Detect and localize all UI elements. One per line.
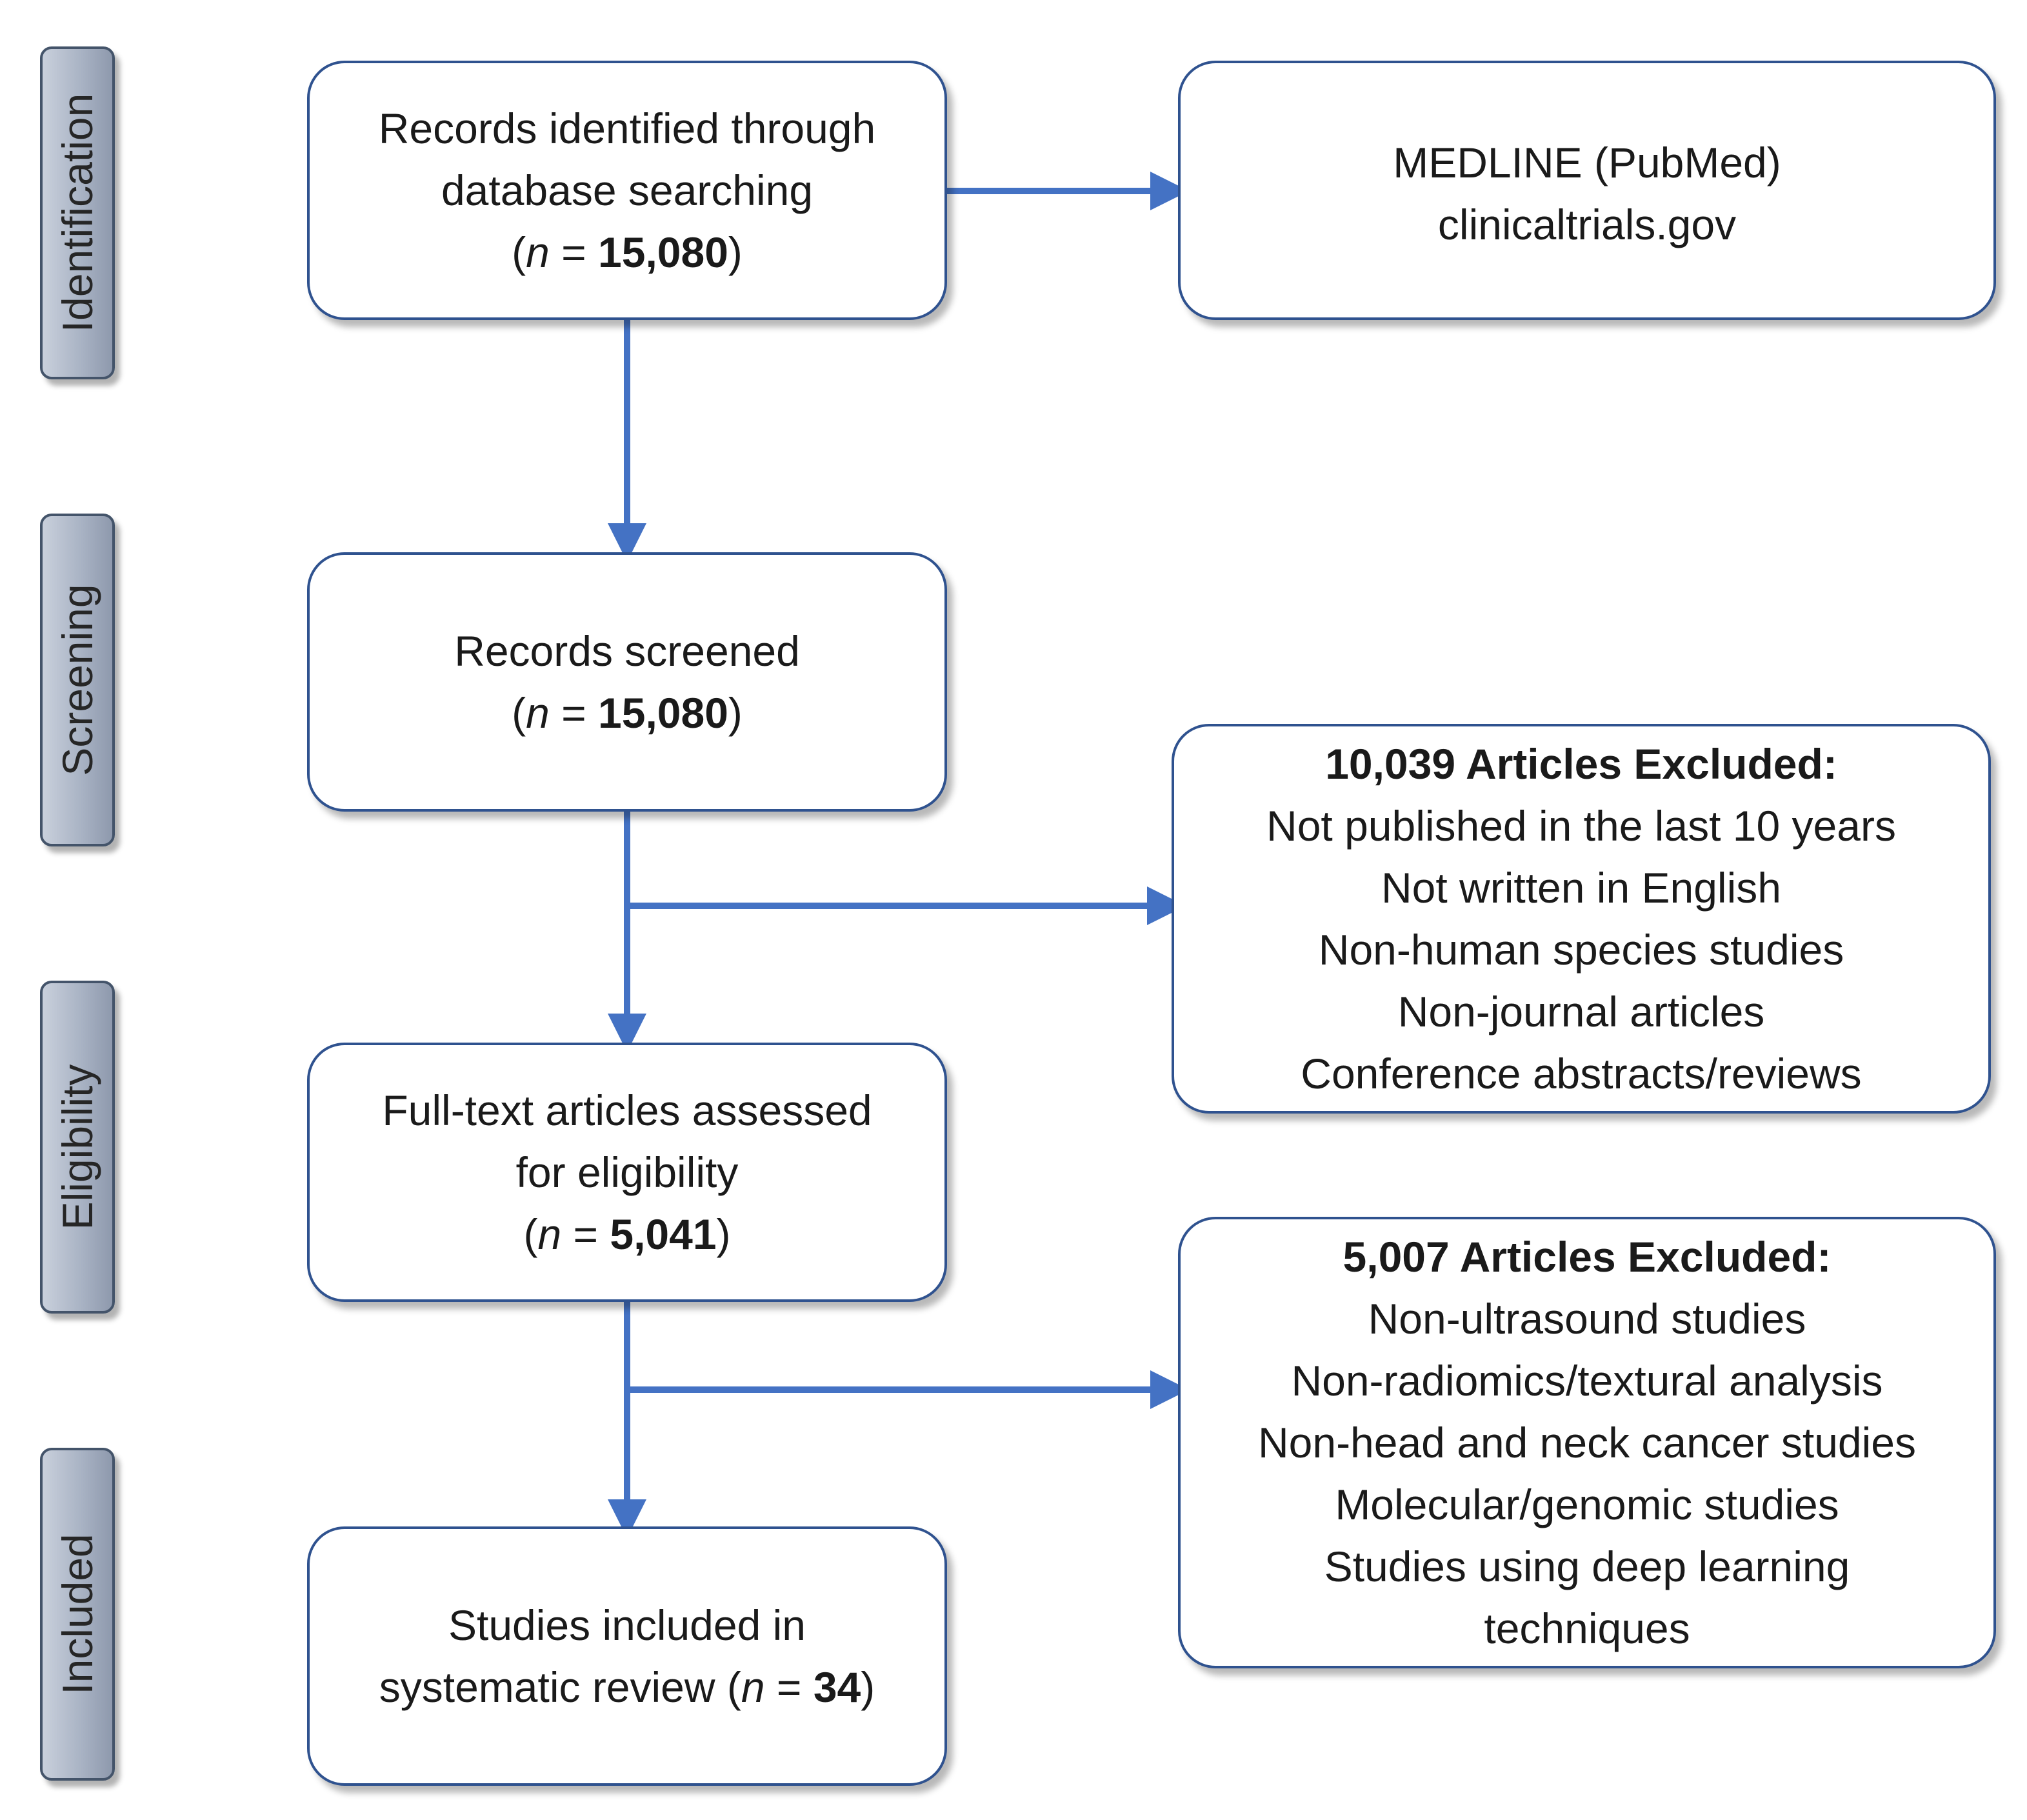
- exclusion-reason: Studies using deep learning: [1324, 1543, 1850, 1590]
- exclusion-reason: Non-journal articles: [1397, 988, 1765, 1035]
- box-text-line: Records screened: [454, 627, 800, 675]
- count-line: (n = 5,041): [523, 1203, 730, 1265]
- paren: (: [512, 228, 526, 276]
- paren: (: [512, 689, 526, 737]
- exclusion-reason: Non-human species studies: [1318, 926, 1844, 974]
- n-symbol: n: [741, 1663, 765, 1711]
- box-records-screened: Records screened (n = 15,080): [307, 552, 947, 812]
- box-text-line: Records identified through: [378, 105, 876, 152]
- excluded-title: 10,039 Articles Excluded:: [1325, 740, 1837, 788]
- exclusion-reason: Conference abstracts/reviews: [1301, 1050, 1862, 1097]
- box-text: systematic review (: [379, 1663, 741, 1711]
- exclusion-reason: Not written in English: [1381, 864, 1781, 912]
- box-text-line: Studies included in: [448, 1601, 806, 1649]
- equals: =: [549, 689, 599, 737]
- count-value: 15,080: [598, 689, 728, 737]
- count-line: (n = 15,080): [512, 221, 743, 283]
- count-line: (n = 15,080): [512, 682, 743, 744]
- exclusion-reason: Non-head and neck cancer studies: [1258, 1419, 1916, 1466]
- count-line: systematic review (n = 34): [379, 1656, 875, 1718]
- n-symbol: n: [526, 228, 550, 276]
- box-text-line: database searching: [441, 166, 814, 214]
- box-fulltext-assessed: Full-text articles assessed for eligibil…: [307, 1043, 947, 1302]
- stage-label: Included: [54, 1534, 101, 1695]
- stage-label: Eligibility: [54, 1064, 101, 1230]
- exclusion-reason: Non-ultrasound studies: [1368, 1295, 1806, 1343]
- count-value: 15,080: [598, 228, 728, 276]
- paren: (: [523, 1210, 538, 1258]
- box-text-line: for eligibility: [515, 1148, 739, 1196]
- stage-identification: Identification: [40, 46, 115, 379]
- box-excluded-screening: 10,039 Articles Excluded: Not published …: [1172, 724, 1991, 1114]
- exclusion-reason: Molecular/genomic studies: [1335, 1481, 1839, 1528]
- box-databases: MEDLINE (PubMed) clinicaltrials.gov: [1178, 61, 1996, 320]
- database-clinicaltrials: clinicaltrials.gov: [1437, 201, 1737, 248]
- stage-label: Identification: [54, 93, 101, 333]
- box-records-identified: Records identified through database sear…: [307, 61, 947, 320]
- paren: ): [728, 228, 743, 276]
- box-studies-included: Studies included in systematic review (n…: [307, 1526, 947, 1786]
- count-value: 5,041: [610, 1210, 717, 1258]
- database-medline: MEDLINE (PubMed): [1393, 139, 1781, 186]
- n-symbol: n: [526, 689, 550, 737]
- exclusion-reason: Not published in the last 10 years: [1266, 802, 1896, 850]
- stage-eligibility: Eligibility: [40, 981, 115, 1314]
- excluded-title: 5,007 Articles Excluded:: [1343, 1233, 1832, 1281]
- box-text-line: Full-text articles assessed: [382, 1086, 872, 1134]
- stage-included: Included: [40, 1448, 115, 1781]
- equals: =: [561, 1210, 610, 1258]
- equals: =: [764, 1663, 814, 1711]
- stage-screening: Screening: [40, 514, 115, 846]
- paren: ): [716, 1210, 731, 1258]
- exclusion-reason: techniques: [1484, 1605, 1690, 1652]
- n-symbol: n: [537, 1210, 562, 1258]
- box-excluded-eligibility: 5,007 Articles Excluded: Non-ultrasound …: [1178, 1217, 1996, 1668]
- exclusion-reason: Non-radiomics/textural analysis: [1291, 1357, 1883, 1405]
- paren: ): [861, 1663, 875, 1711]
- count-value: 34: [813, 1663, 861, 1711]
- paren: ): [728, 689, 743, 737]
- equals: =: [549, 228, 599, 276]
- stage-label: Screening: [54, 584, 101, 776]
